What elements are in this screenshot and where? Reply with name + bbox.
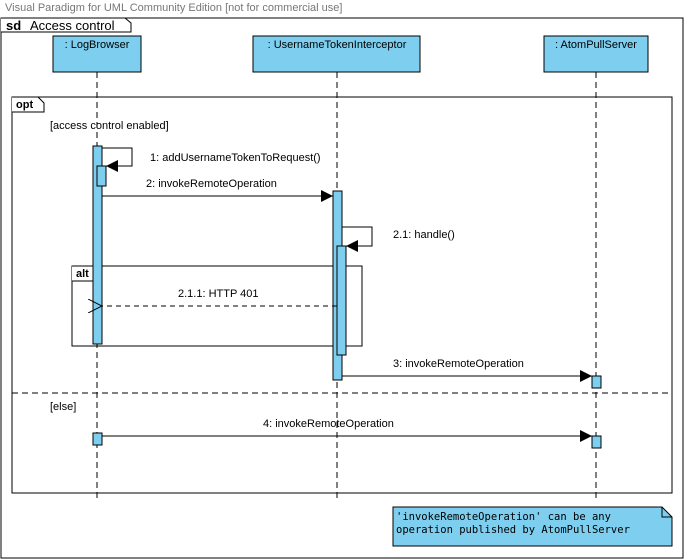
lifeline-head-server[interactable] <box>543 35 649 73</box>
else-guard: [else] <box>50 401 76 413</box>
lifeline-label-logbrowser: : LogBrowser <box>65 39 130 51</box>
opt-guard: [access control enabled] <box>50 120 169 132</box>
opt-keyword: opt <box>16 99 33 111</box>
message-label-1: 1: addUsernameTokenToRequest() <box>150 152 321 164</box>
message-label-2-1: 2.1: handle() <box>393 229 455 241</box>
activation-logbrowser-self <box>96 165 107 187</box>
note-line-1: 'invokeRemoteOperation' can be any <box>396 511 611 523</box>
message-label-3: 3: invokeRemoteOperation <box>393 358 524 370</box>
sd-frame-tab <box>1 17 132 33</box>
activation-interceptor-self <box>336 245 347 356</box>
note-fold <box>661 507 672 518</box>
opt-fragment-tab <box>12 96 45 113</box>
lifeline-label-interceptor: : UsernameTokenInterceptor <box>268 39 407 51</box>
opt-fragment <box>11 96 673 494</box>
message-label-2: 2: invokeRemoteOperation <box>146 178 277 190</box>
watermark-text: Visual Paradigm for UML Community Editio… <box>5 2 342 14</box>
lifeline-head-logbrowser[interactable] <box>52 35 142 73</box>
activation-logbrowser-else <box>92 432 103 446</box>
alt-keyword: alt <box>76 268 89 280</box>
frame-title: Access control <box>30 18 115 33</box>
note[interactable] <box>392 506 673 547</box>
note-line-2: operation published by AtomPullServer <box>396 524 630 536</box>
lifeline-label-server: : AtomPullServer <box>555 39 637 51</box>
alt-fragment <box>71 265 363 347</box>
message-arrow-2-1[interactable] <box>342 226 373 252</box>
message-label-4: 4: invokeRemoteOperation <box>263 418 394 430</box>
sd-frame <box>0 17 684 559</box>
activation-server-2 <box>591 435 602 449</box>
frame-keyword: sd <box>6 18 21 33</box>
lifeline-head-interceptor[interactable] <box>252 35 421 73</box>
activation-logbrowser <box>92 145 103 345</box>
message-label-2-1-1: 2.1.1: HTTP 401 <box>178 288 259 300</box>
message-arrow-1[interactable] <box>102 147 133 172</box>
activation-server-1 <box>591 375 602 389</box>
